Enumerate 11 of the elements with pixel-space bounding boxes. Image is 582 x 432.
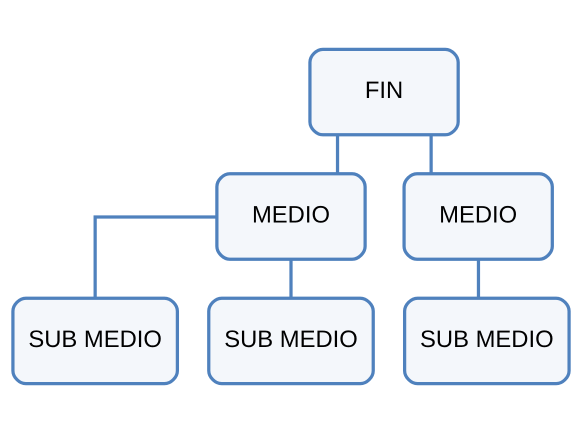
node-box: SUB MEDIO (207, 296, 375, 385)
node-box: MEDIO (402, 172, 554, 260)
connector (430, 134, 433, 174)
node-box: SUB MEDIO (402, 296, 571, 385)
connector (336, 134, 340, 174)
node-box: FIN (308, 47, 460, 136)
node-box: SUB MEDIO (11, 296, 180, 385)
connector (289, 258, 293, 298)
node-box: MEDIO (215, 172, 367, 260)
connector (94, 214, 217, 298)
connector (476, 258, 480, 298)
